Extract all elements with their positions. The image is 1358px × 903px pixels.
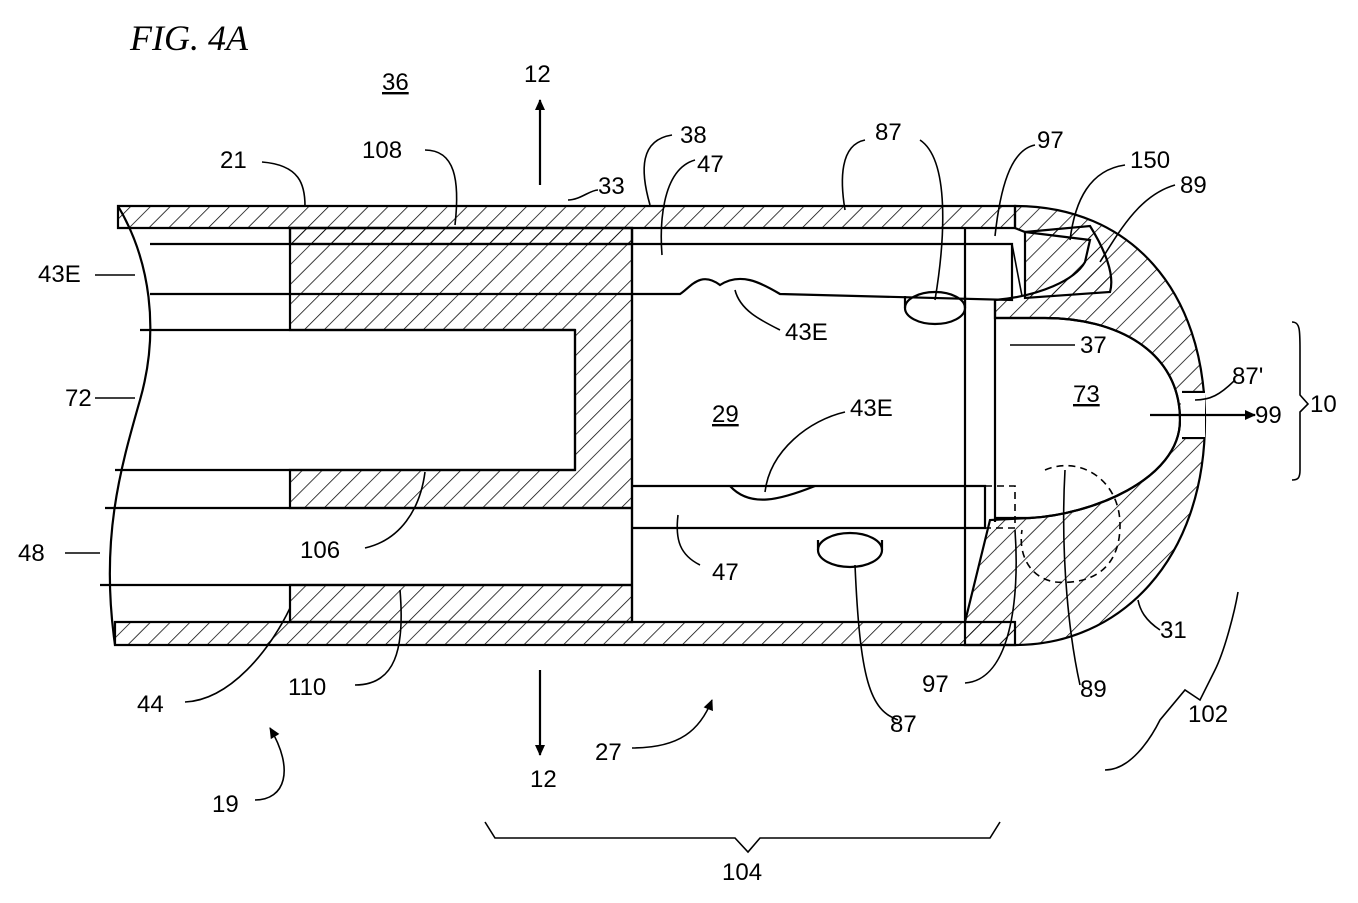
lower-tube-notch <box>730 486 815 500</box>
label-31: 31 <box>1160 617 1187 644</box>
label-27: 27 <box>595 739 622 766</box>
label-47-low: 47 <box>712 559 739 586</box>
upper-tube-47 <box>632 244 1012 300</box>
label-110: 110 <box>288 674 326 701</box>
label-37: 37 <box>1080 332 1107 359</box>
outer-wall-bottom <box>115 622 1015 645</box>
label-87-prime: 87' <box>1232 363 1263 390</box>
leader-43E-low <box>765 412 845 492</box>
label-89-top: 89 <box>1180 172 1207 199</box>
label-102: 102 <box>1188 701 1228 728</box>
inner-body-block <box>290 228 632 622</box>
leader-47-low <box>677 515 700 565</box>
port-87-lower-sides <box>818 540 882 550</box>
label-73: 73 <box>1073 381 1100 408</box>
label-97-low: 97 <box>922 671 949 698</box>
leader-43E-mid <box>735 290 780 330</box>
label-104: 104 <box>722 859 762 886</box>
label-87-low: 87 <box>890 711 917 738</box>
upper-tube-cap <box>1012 244 1022 296</box>
figure-title: FIG. 4A <box>129 18 249 58</box>
label-36: 36 <box>382 69 409 96</box>
leader-19 <box>255 728 284 800</box>
leader-87-top-a <box>842 140 865 210</box>
leader-31 <box>1138 600 1160 630</box>
label-89-low: 89 <box>1080 676 1107 703</box>
label-99: 99 <box>1255 402 1282 429</box>
label-10: 10 <box>1310 391 1337 418</box>
outer-wall-top <box>118 206 1015 228</box>
label-33: 33 <box>598 173 625 200</box>
break-line <box>110 206 151 645</box>
lower-tube-47 <box>632 486 985 528</box>
brace-10 <box>1292 322 1308 480</box>
leader-21 <box>262 162 305 206</box>
port-87-lower <box>818 533 882 567</box>
label-47-top: 47 <box>697 151 724 178</box>
label-43E-left: 43E <box>38 261 81 288</box>
label-87-top: 87 <box>875 119 902 146</box>
label-12-top: 12 <box>524 61 551 88</box>
label-43E-mid: 43E <box>785 319 828 346</box>
label-48: 48 <box>18 540 45 567</box>
leader-38 <box>644 135 672 205</box>
label-19: 19 <box>212 791 239 818</box>
label-38: 38 <box>680 122 707 149</box>
lumen-wall-upper <box>290 228 632 244</box>
leader-27 <box>632 700 712 748</box>
label-12-bottom: 12 <box>530 766 557 793</box>
label-72: 72 <box>65 385 92 412</box>
leader-33 <box>568 190 598 200</box>
label-108: 108 <box>362 137 402 164</box>
label-29: 29 <box>712 401 739 428</box>
label-44: 44 <box>137 691 164 718</box>
brace-104 <box>485 822 1000 852</box>
label-106: 106 <box>300 537 340 564</box>
label-97-top: 97 <box>1037 127 1064 154</box>
label-43E-low: 43E <box>850 395 893 422</box>
label-150: 150 <box>1130 147 1170 174</box>
label-21: 21 <box>220 147 247 174</box>
